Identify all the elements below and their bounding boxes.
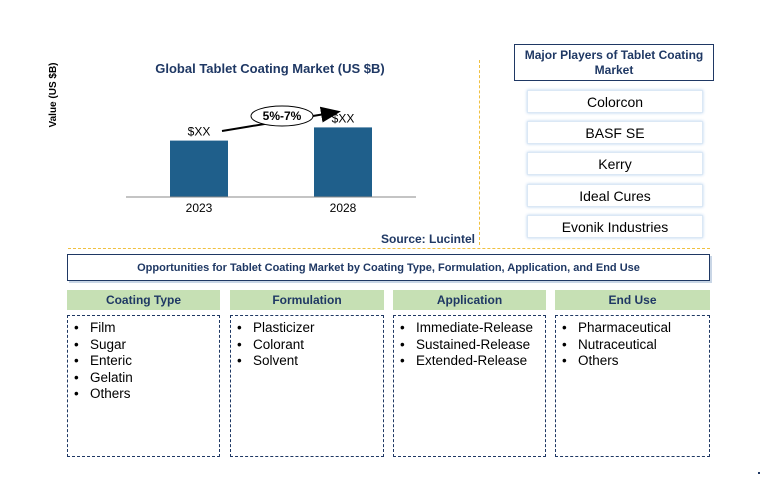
list-item: Gelatin bbox=[74, 370, 213, 387]
bar-chart: $XX 2023 $XX 2028 5%-7% bbox=[126, 105, 416, 215]
x-tick-label: 2023 bbox=[186, 201, 213, 215]
chart-title: Global Tablet Coating Market (US $B) bbox=[155, 61, 385, 76]
list-item: Sustained-Release bbox=[400, 337, 539, 354]
list-item: Film bbox=[74, 320, 213, 337]
list-item: Plasticizer bbox=[237, 320, 377, 337]
list-item: Extended-Release bbox=[400, 353, 539, 370]
player-item: BASF SE bbox=[527, 121, 703, 144]
bar-2028 bbox=[314, 127, 372, 197]
category-list-application: Immediate-Release Sustained-Release Exte… bbox=[393, 315, 546, 457]
list-item: Others bbox=[74, 386, 213, 403]
category-header-coating-type: Coating Type bbox=[67, 290, 220, 310]
data-label: $XX bbox=[332, 111, 355, 125]
players-title: Major Players of Tablet Coating Market bbox=[514, 44, 714, 81]
list-item: Sugar bbox=[74, 337, 213, 354]
growth-label: 5%-7% bbox=[263, 109, 302, 123]
player-item: Evonik Industries bbox=[527, 215, 703, 238]
list-item: Others bbox=[562, 353, 703, 370]
bar-2023 bbox=[170, 140, 228, 197]
horizontal-divider bbox=[68, 248, 710, 249]
list-item: Solvent bbox=[237, 353, 377, 370]
category-header-formulation: Formulation bbox=[230, 290, 384, 310]
category-header-end-use: End Use bbox=[555, 290, 710, 310]
list-item: Immediate-Release bbox=[400, 320, 539, 337]
corner-mark bbox=[758, 472, 760, 474]
list-item: Nutraceutical bbox=[562, 337, 703, 354]
opportunities-banner: Opportunities for Tablet Coating Market … bbox=[67, 254, 710, 281]
player-item: Colorcon bbox=[527, 90, 703, 113]
list-item: Enteric bbox=[74, 353, 213, 370]
category-list-formulation: Plasticizer Colorant Solvent bbox=[230, 315, 384, 457]
data-label: $XX bbox=[188, 125, 211, 139]
list-item: Colorant bbox=[237, 337, 377, 354]
growth-badge bbox=[250, 105, 314, 127]
source-label: Source: Lucintel bbox=[380, 232, 475, 246]
category-header-application: Application bbox=[393, 290, 546, 310]
list-item: Pharmaceutical bbox=[562, 320, 703, 337]
player-item: Kerry bbox=[527, 152, 703, 175]
x-tick-label: 2028 bbox=[330, 201, 357, 215]
category-list-coating-type: Film Sugar Enteric Gelatin Others bbox=[67, 315, 220, 457]
vertical-divider bbox=[479, 60, 480, 245]
category-list-end-use: Pharmaceutical Nutraceutical Others bbox=[555, 315, 710, 457]
player-item: Ideal Cures bbox=[527, 184, 703, 207]
